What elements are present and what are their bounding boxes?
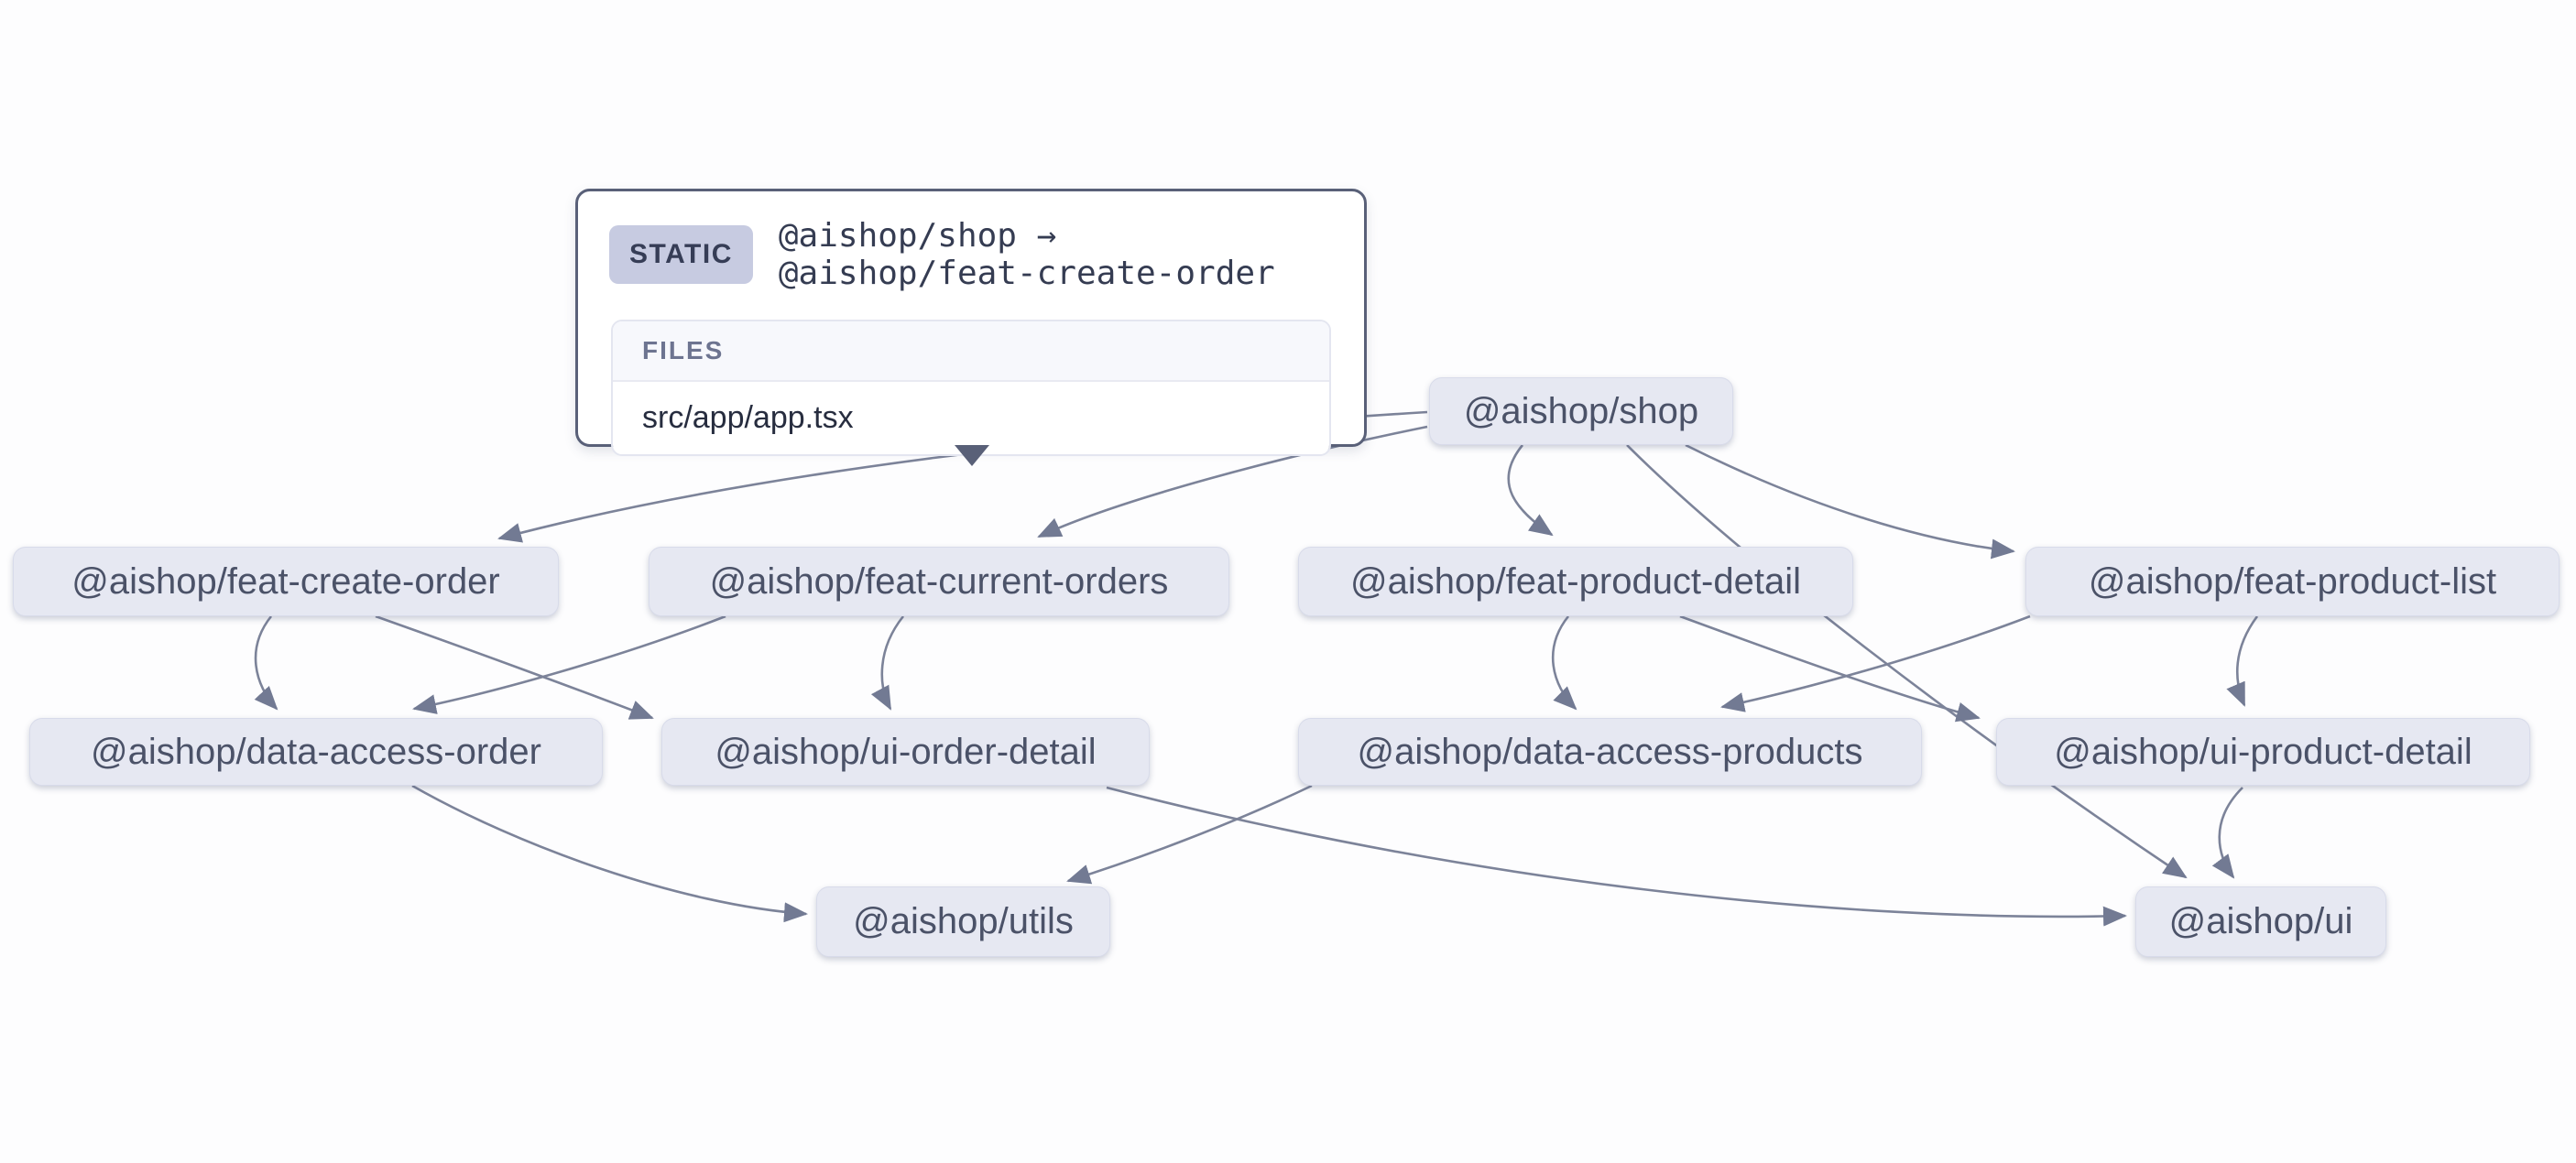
- edge-relation-text: @aishop/shop → @aishop/feat-create-order: [778, 217, 1275, 292]
- edge-feat-current-orders-to-data-access-order[interactable]: [412, 614, 726, 714]
- edge-shop-to-ui[interactable]: [1626, 444, 2188, 879]
- edge-shop-to-feat-product-detail[interactable]: [1507, 444, 1554, 537]
- edge-shop-to-feat-current-orders[interactable]: [1037, 425, 1428, 538]
- node-feat-current-orders[interactable]: @aishop/feat-current-orders: [649, 547, 1229, 616]
- edge-feat-create-order-to-ui-order-detail[interactable]: [375, 614, 654, 720]
- files-section-header: FILES: [613, 321, 1329, 382]
- edge-ui-order-detail-to-ui[interactable]: [1106, 786, 2127, 927]
- node-shop[interactable]: @aishop/shop: [1429, 377, 1733, 445]
- static-badge: STATIC: [609, 225, 753, 284]
- node-ui-order-detail[interactable]: @aishop/ui-order-detail: [661, 718, 1150, 786]
- edge-feat-product-list-to-ui-product-detail[interactable]: [2226, 615, 2259, 707]
- edge-data-access-products-to-utils[interactable]: [1066, 784, 1313, 885]
- tooltip-pointer-icon: [955, 445, 989, 466]
- node-ui[interactable]: @aishop/ui: [2135, 886, 2386, 957]
- edge-feat-product-detail-to-data-access-products[interactable]: [1551, 615, 1577, 711]
- edge-feat-product-detail-to-ui-product-detail[interactable]: [1679, 614, 1981, 723]
- node-feat-create-order[interactable]: @aishop/feat-create-order: [13, 547, 559, 616]
- edge-feat-product-list-to-data-access-products[interactable]: [1720, 614, 2031, 712]
- edge-ui-product-detail-to-ui[interactable]: [2211, 787, 2243, 879]
- node-data-access-order[interactable]: @aishop/data-access-order: [29, 718, 603, 786]
- edge-shop-to-feat-product-list[interactable]: [1685, 443, 2015, 560]
- node-ui-product-detail[interactable]: @aishop/ui-product-detail: [1996, 718, 2530, 786]
- edge-feat-current-orders-to-ui-order-detail[interactable]: [870, 615, 905, 711]
- files-section: FILES src/app/app.tsx: [611, 320, 1331, 456]
- tooltip-header: STATIC @aishop/shop → @aishop/feat-creat…: [578, 191, 1364, 301]
- node-data-access-products[interactable]: @aishop/data-access-products: [1298, 718, 1922, 786]
- edge-feat-create-order-to-data-access-order[interactable]: [254, 615, 278, 711]
- file-path: src/app/app.tsx: [613, 382, 1329, 454]
- node-feat-product-list[interactable]: @aishop/feat-product-list: [2025, 547, 2560, 616]
- dependency-tooltip: STATIC @aishop/shop → @aishop/feat-creat…: [575, 189, 1367, 456]
- node-feat-product-detail[interactable]: @aishop/feat-product-detail: [1298, 547, 1853, 616]
- node-utils[interactable]: @aishop/utils: [816, 886, 1110, 957]
- edge-data-access-order-to-utils[interactable]: [411, 784, 808, 923]
